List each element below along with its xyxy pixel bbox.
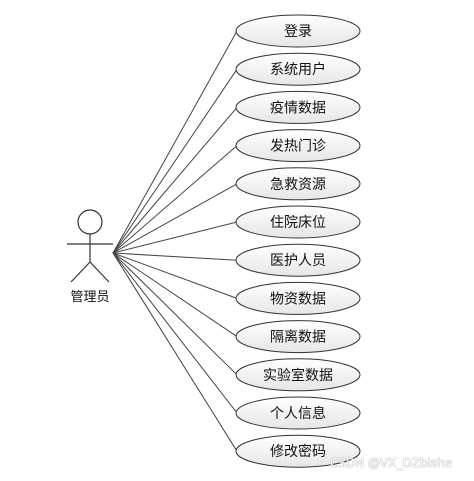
use-case-label: 修改密码 [270, 443, 326, 460]
use-case-ellipse [235, 90, 361, 124]
association-line [112, 68, 238, 254]
association-line [112, 221, 238, 254]
actor-left-leg [70, 261, 91, 283]
use-case: 物资数据 [235, 281, 361, 315]
watermark: CSDN @VX_DZbishe [330, 456, 453, 470]
actor-label: 管理员 [70, 290, 109, 305]
use-case-ellipse [235, 52, 361, 86]
use-case-label: 疫情数据 [270, 100, 326, 116]
use-case: 实验室数据 [235, 358, 361, 392]
actor-figure: 管理员 [67, 209, 113, 305]
use-case-label: 发热门诊 [270, 139, 326, 155]
association-line [112, 252, 238, 414]
use-case-label: 急救资源 [270, 177, 326, 193]
use-case-ellipse [235, 434, 361, 468]
use-case-label: 系统用户 [270, 61, 326, 78]
association-lines [112, 30, 238, 452]
association-line [112, 30, 238, 254]
association-line [112, 252, 238, 452]
use-case-ellipse [235, 396, 361, 430]
use-case: 个人信息 [235, 396, 361, 430]
use-case-label: 个人信息 [270, 405, 326, 422]
use-case-ellipse [235, 358, 361, 392]
association-line [112, 107, 238, 254]
use-case: 系统用户 [235, 52, 361, 86]
association-line [112, 252, 238, 338]
use-case: 医护人员 [235, 243, 361, 277]
use-case-label: 住院床位 [270, 215, 326, 231]
association-line [112, 145, 238, 254]
use-case: 登录 [235, 14, 361, 48]
use-case: 修改密码 [235, 434, 361, 468]
use-case-label: 隔离数据 [270, 329, 326, 346]
use-case: 急救资源 [235, 167, 361, 201]
association-line [112, 252, 238, 376]
use-case-label: 登录 [284, 24, 312, 40]
use-case: 发热门诊 [235, 129, 361, 163]
use-case-ellipse [235, 14, 361, 48]
association-line [112, 252, 238, 299]
use-case-label: 医护人员 [270, 253, 326, 269]
association-line [112, 252, 238, 261]
association-line [112, 183, 238, 254]
use-case-ellipse [235, 129, 361, 163]
use-case: 隔离数据 [235, 320, 361, 354]
use-case-ellipse [235, 205, 361, 239]
use-case: 疫情数据 [235, 90, 361, 124]
actor-head [77, 209, 103, 235]
use-case-label: 实验室数据 [263, 367, 333, 384]
use-case-ellipse [235, 320, 361, 354]
use-case-ellipse [235, 281, 361, 315]
use-case-ellipse [235, 243, 361, 277]
use-case-list: 登录系统用户疫情数据发热门诊急救资源住院床位医护人员物资数据隔离数据实验室数据个… [235, 14, 361, 468]
use-case-ellipse [235, 167, 361, 201]
actor-right-leg [89, 261, 110, 283]
use-case: 住院床位 [235, 205, 361, 239]
use-case-label: 物资数据 [270, 291, 326, 307]
